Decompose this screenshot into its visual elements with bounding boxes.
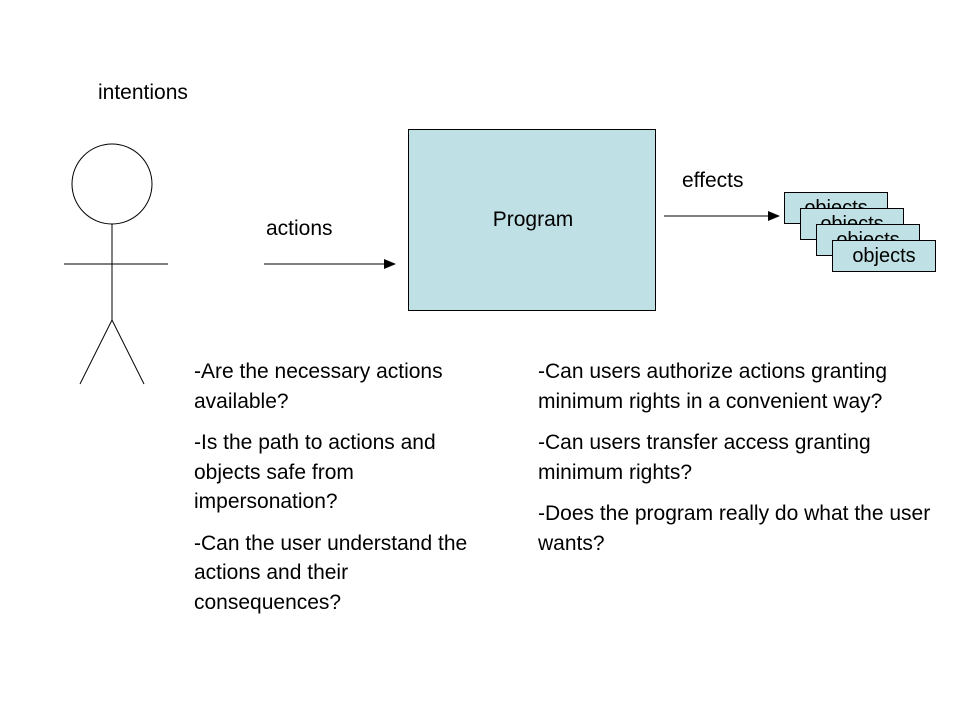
- object-card: objects: [832, 240, 936, 272]
- user-questions-list: -Are the necessary actions available? -I…: [194, 357, 494, 629]
- question-item: -Are the necessary actions available?: [194, 360, 443, 413]
- program-box: Program: [408, 129, 656, 311]
- figure-left-leg: [79, 319, 113, 385]
- actions-label: actions: [266, 217, 333, 240]
- intentions-label: intentions: [98, 81, 188, 104]
- question-item: -Is the path to actions and objects safe…: [194, 431, 436, 513]
- effects-arrow: [664, 211, 780, 221]
- effects-label: effects: [682, 169, 744, 192]
- figure-right-leg: [111, 319, 145, 385]
- figure-head: [71, 143, 153, 225]
- question-item: -Does the program really do what the use…: [538, 502, 931, 555]
- stick-figure-user: [64, 143, 168, 385]
- question-item: -Can users transfer access granting mini…: [538, 431, 871, 484]
- actions-arrow: [264, 259, 396, 269]
- program-questions-list: -Can users authorize actions granting mi…: [538, 357, 933, 570]
- question-item: -Can the user understand the actions and…: [194, 531, 468, 614]
- program-label: Program: [492, 208, 574, 231]
- question-item: -Can users authorize actions granting mi…: [538, 360, 888, 413]
